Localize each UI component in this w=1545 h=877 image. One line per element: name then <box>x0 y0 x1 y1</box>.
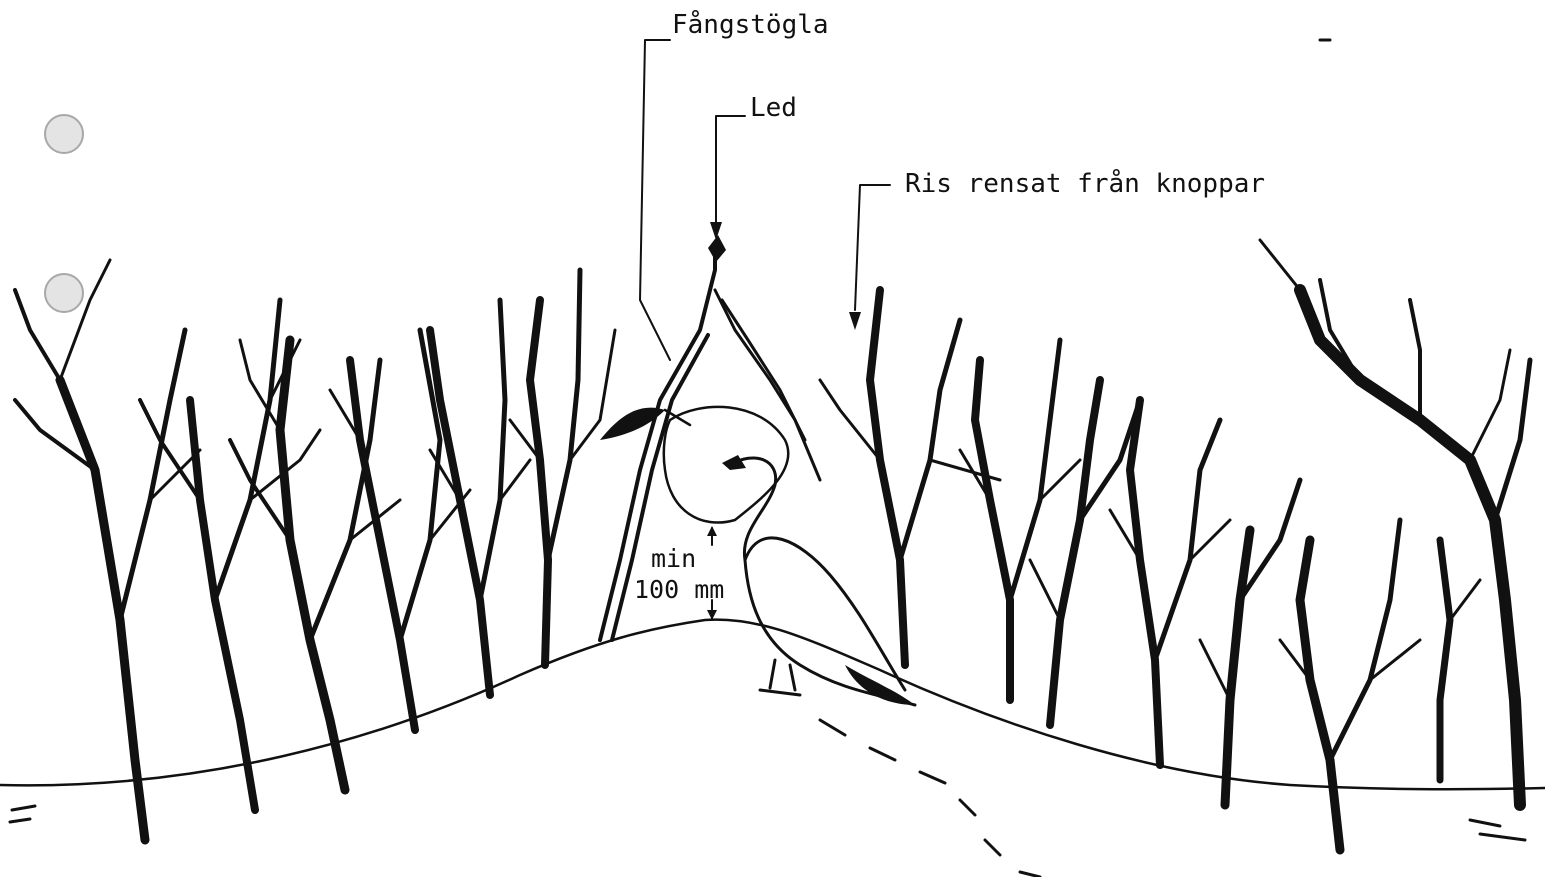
stray-mark <box>1470 820 1525 840</box>
tree-icon <box>15 260 200 840</box>
leader-lines <box>640 40 890 360</box>
tree-icon <box>1200 480 1300 805</box>
tree-icon <box>430 300 530 695</box>
trees-left <box>15 260 615 840</box>
bird-tracks <box>820 720 1040 877</box>
label-twigs: Ris rensat från knoppar <box>905 168 1265 199</box>
tree-icon <box>230 340 400 790</box>
tree-icon <box>1440 540 1480 780</box>
tree-icon <box>1110 400 1230 765</box>
tree-icon <box>820 290 1000 665</box>
trees-right <box>820 240 1530 850</box>
label-min: min <box>651 544 696 573</box>
dimension-arrow <box>707 526 717 620</box>
tree-icon <box>1280 520 1420 850</box>
punch-hole-icon <box>45 115 83 153</box>
punch-hole-icon <box>45 274 83 312</box>
label-joint: Led <box>750 93 797 123</box>
tree-icon <box>960 340 1080 700</box>
label-distance: 100 mm <box>634 575 724 604</box>
tree-icon <box>1260 240 1530 805</box>
label-snare: Fångstögla <box>672 9 829 40</box>
stray-mark <box>10 806 35 822</box>
